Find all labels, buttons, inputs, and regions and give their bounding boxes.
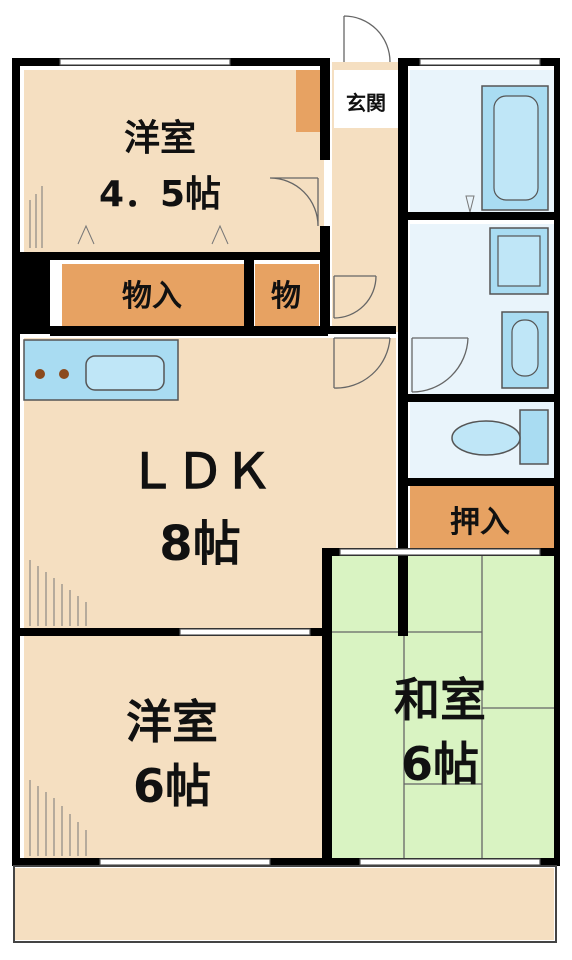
japanese-room-name: 和室: [394, 673, 486, 727]
japanese-room-floor: [332, 556, 554, 858]
toilet-tank-icon: [519, 409, 549, 465]
japanese-room-size: 6帖: [401, 737, 479, 791]
stove-burner-icon: [59, 369, 69, 379]
toilet-bowl-icon: [451, 420, 521, 456]
closet-label: 押入: [450, 505, 510, 540]
stove-burner-icon: [35, 369, 45, 379]
western-room-large-floor: [24, 636, 322, 858]
balcony-floor: [14, 868, 554, 940]
ldk-name: ＬＤＫ: [128, 444, 272, 500]
western-room-small-name: 洋室: [124, 118, 196, 159]
western-room-small-floor: [24, 70, 324, 252]
entrance-genkan-floor: [334, 70, 398, 128]
western-room-small-size: 4．5帖: [99, 174, 221, 215]
storage-small-label: 物: [271, 279, 301, 314]
storage-wide-floor: [62, 264, 244, 326]
washing-machine-inner-icon: [497, 235, 541, 287]
ldk-size: 8帖: [159, 516, 240, 572]
windows: [59, 58, 541, 866]
sink-icon: [85, 355, 165, 391]
closet-floor: [410, 486, 554, 548]
entrance-label: 玄関: [346, 91, 386, 115]
storage-entrance-floor: [296, 70, 324, 132]
floor-direction-marks: [29, 186, 475, 856]
door-swings: [269, 15, 469, 393]
western-room-large-size: 6帖: [133, 759, 211, 813]
storage-small-floor: [255, 264, 319, 326]
western-room-large-name: 洋室: [126, 695, 218, 749]
washbasin-bowl-icon: [511, 319, 539, 377]
storage-wide-label: 物入: [122, 279, 182, 314]
balcony-outline: [13, 865, 557, 943]
bathtub-inner-icon: [493, 95, 539, 201]
